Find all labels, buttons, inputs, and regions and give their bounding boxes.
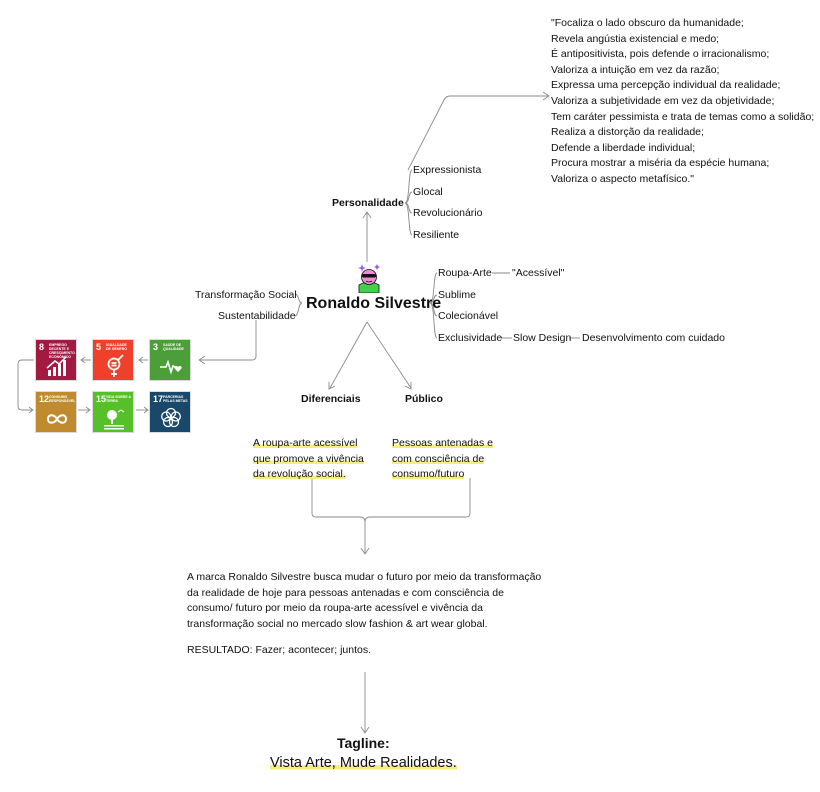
personalidade-label: Personalidade — [332, 197, 404, 209]
sdg-number: 12 — [39, 394, 50, 404]
tagline-text: Vista Arte, Mude Realidades. — [270, 755, 457, 771]
value-roupa-arte: Roupa-Arte — [438, 267, 492, 279]
quote-line: Procura mostrar a miséria da espécie hum… — [551, 157, 770, 170]
quote-line: Valoriza a intuição em vez da razão; — [551, 63, 720, 76]
flower-rings-icon — [161, 407, 181, 428]
quote-line: Realiza a distorção da realidade; — [551, 126, 704, 139]
trait-resiliente: Resiliente — [413, 229, 460, 241]
diferenciais-text: A roupa-arte acessível que promove a viv… — [253, 436, 364, 483]
sdg-tile-5: 5 IGUALDADE DE GÊNERO — [92, 339, 134, 381]
sdg-number: 3 — [153, 342, 159, 352]
diferenciais-line: A roupa-arte acessível — [253, 437, 358, 449]
diferenciais-line: que promove a vivência — [253, 452, 364, 465]
sdg-label: SAÚDE DE QUALIDADE — [163, 343, 184, 351]
value-slow-design: Slow Design — [513, 332, 572, 344]
heartbeat-icon — [160, 359, 182, 375]
brand-summary: A marca Ronaldo Silvestre busca mudar o … — [187, 571, 542, 630]
sdg-label: IGUALDADE DE GÊNERO — [106, 343, 128, 351]
gender-equality-icon — [107, 354, 124, 377]
diferenciais-line: da revolução social. — [253, 468, 346, 481]
value-acessivel: "Acessível" — [512, 267, 565, 279]
sdg-tile-3: 3 SAÚDE DE QUALIDADE — [149, 339, 191, 381]
quote-line: Valoriza o aspecto metafísico." — [551, 172, 695, 185]
sdg-number: 8 — [39, 342, 45, 352]
value-sustentabilidade: Sustentabilidade — [218, 310, 296, 322]
avatar — [358, 264, 380, 293]
sdg-label: VIDA SOBRE A TERRA — [106, 395, 131, 403]
tagline-value: Vista Arte, Mude Realidades. — [270, 755, 457, 771]
publico-text: Pessoas antenadas e com consciência de c… — [392, 436, 493, 483]
sdg-tile-15: 15 VIDA SOBRE A TERRA — [92, 391, 134, 433]
trait-glocal: Glocal — [413, 186, 443, 198]
quote-line: Tem caráter pessimista e trata de temas … — [551, 110, 815, 123]
resultado-line: RESULTADO: Fazer; acontecer; juntos. — [187, 644, 372, 656]
brand-title: Ronaldo Silvestre — [306, 295, 442, 312]
trait-revolucionario: Revolucionário — [413, 207, 483, 219]
value-colecionavel: Colecionável — [438, 310, 499, 322]
sdg-label: PARCERIAS PELAS METAS — [163, 395, 188, 403]
sdg-number: 17 — [153, 394, 164, 404]
value-desenvolvimento: Desenvolvimento com cuidado — [582, 332, 725, 344]
growth-chart-icon — [46, 356, 67, 376]
diferenciais-label: Diferenciais — [301, 393, 361, 405]
sdg-tile-17: 17 PARCERIAS PELAS METAS — [149, 391, 191, 433]
quote-line: Expressa uma percepção individual da rea… — [551, 79, 781, 92]
sdg-number: 5 — [96, 342, 102, 352]
quote-line: Valoriza a subjetividade em vez da objet… — [551, 94, 775, 107]
publico-label: Público — [405, 393, 443, 405]
tagline-label: Tagline: — [337, 735, 390, 751]
publico-line: com consciência de — [392, 452, 485, 465]
publico-line: consumo/futuro — [392, 468, 465, 481]
sdg-number: 15 — [96, 394, 107, 404]
publico-line: Pessoas antenadas e — [392, 437, 493, 449]
sdg-label: CONSUMO RESPONSÁVEL — [49, 395, 76, 403]
value-exclusividade: Exclusividade — [438, 332, 503, 344]
trait-expressionista: Expressionista — [413, 164, 482, 176]
quote-line: "Focaliza o lado obscuro da humanidade; — [551, 17, 744, 29]
expressionism-quote: "Focaliza o lado obscuro da humanidade; … — [551, 16, 814, 188]
quote-line: Defende a liberdade individual; — [551, 141, 696, 154]
quote-line: Revela angústia existencial e medo; — [551, 32, 720, 45]
quote-line: É antipositivista, pois defende o irraci… — [551, 48, 770, 61]
tree-icon — [104, 409, 125, 430]
value-transformacao-social: Transformação Social — [195, 289, 297, 301]
infinity-icon — [46, 414, 68, 424]
sdg-tile-12: 12 CONSUMO RESPONSÁVEL — [35, 391, 77, 433]
value-sublime: Sublime — [438, 289, 476, 301]
sdg-label: EMPREGO DECENTE E CRESCIMENTO ECONÔMICO — [49, 343, 75, 359]
sdg-tile-8: 8 EMPREGO DECENTE E CRESCIMENTO ECONÔMIC… — [35, 339, 77, 381]
